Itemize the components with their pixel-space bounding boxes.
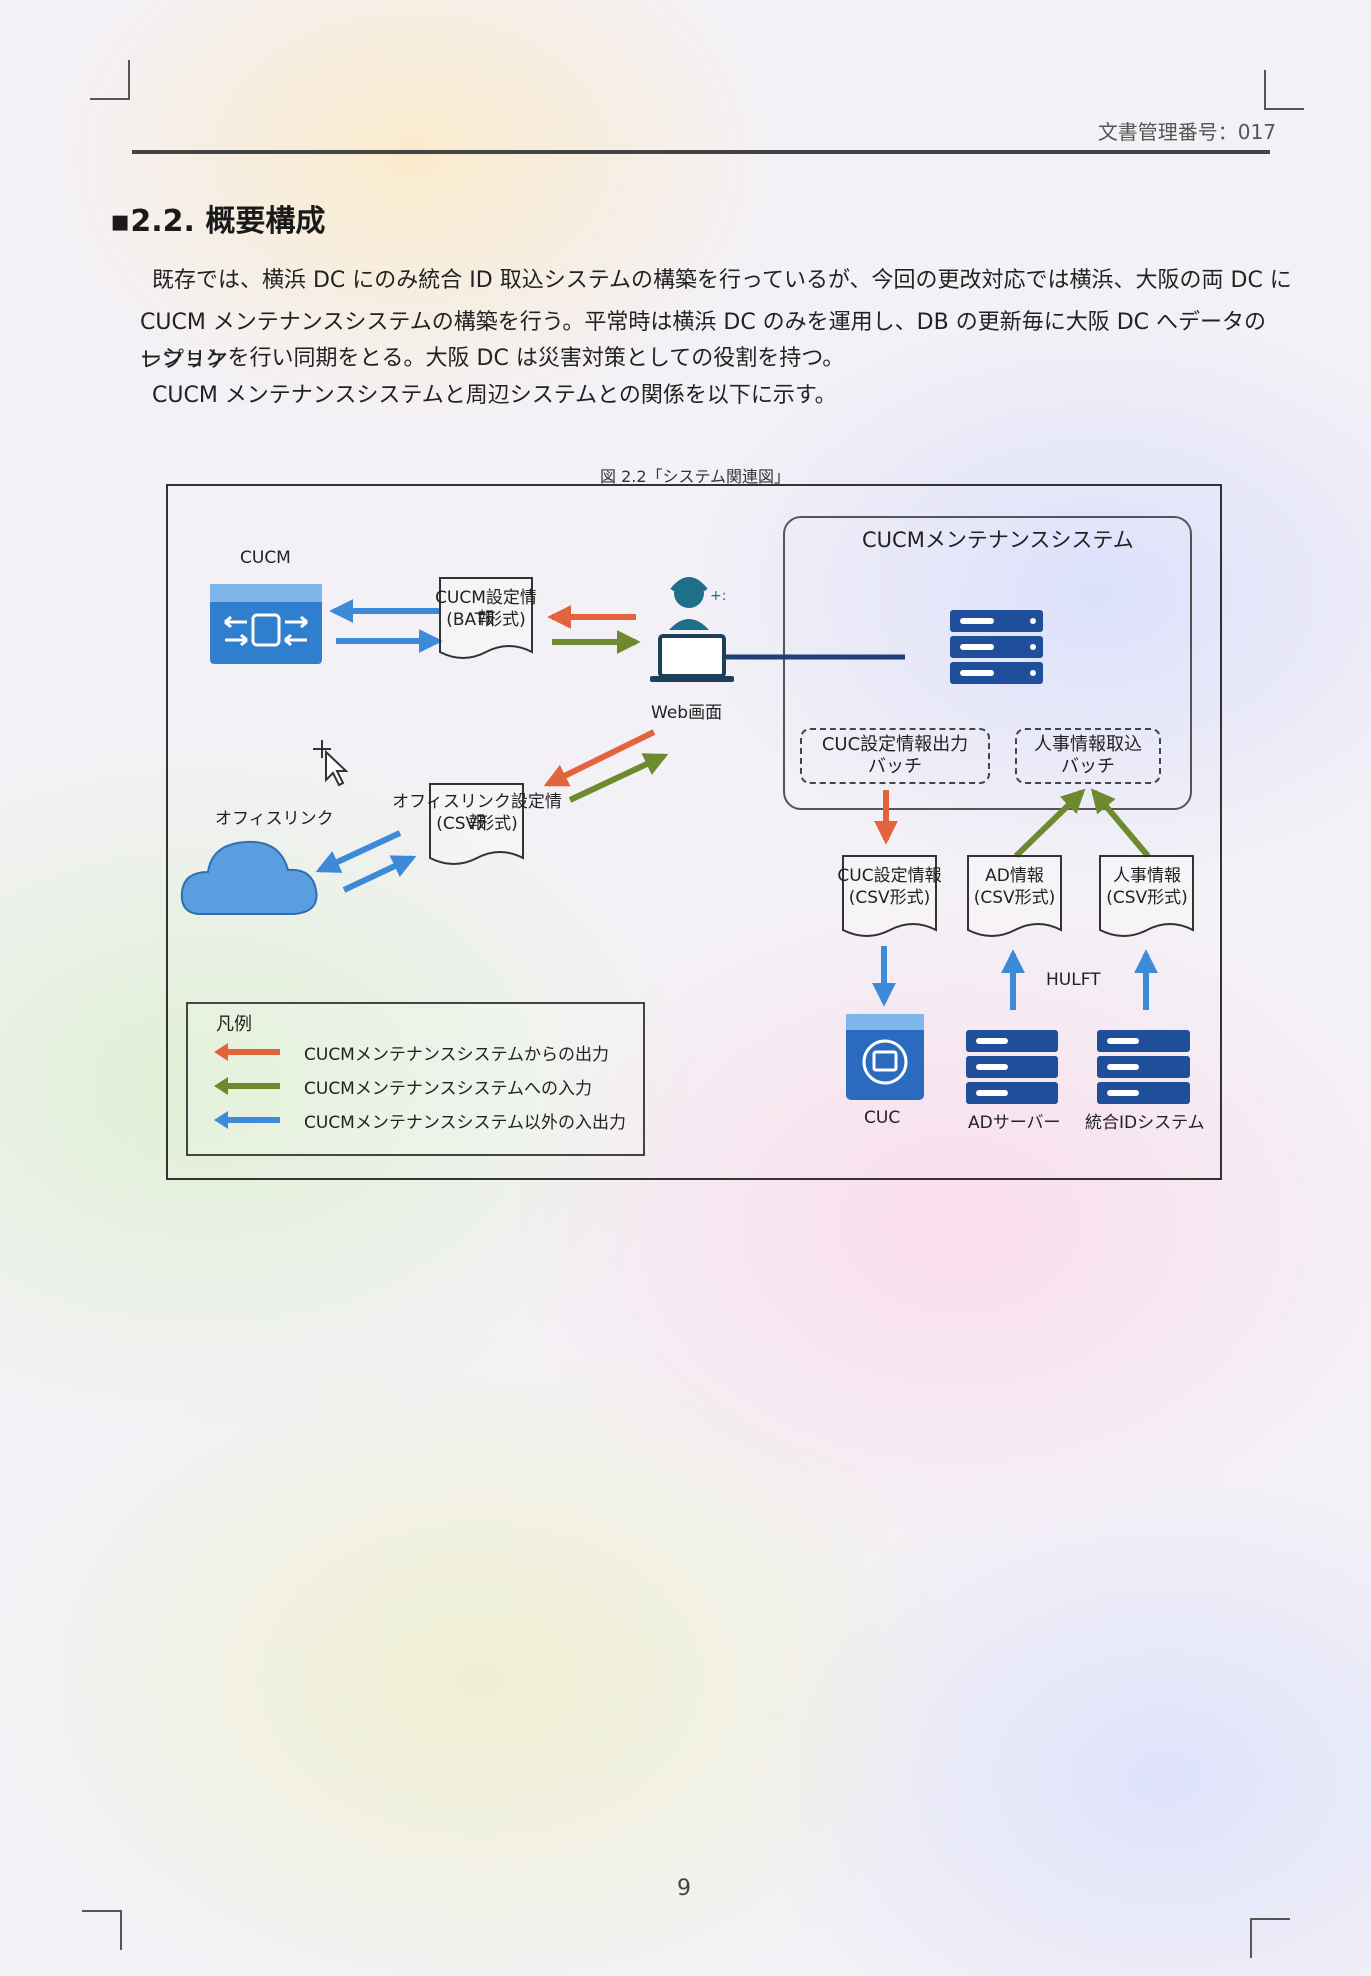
legend-box: 凡例 CUCMメンテナンスシステムからの出力 CUCMメンテナンスシステムへの入… — [186, 1002, 645, 1156]
corner-mark-bottom-left — [82, 1910, 122, 1950]
legend-arrow-input-icon — [214, 1077, 280, 1095]
ad-server-label: ADサーバー — [968, 1113, 1061, 1133]
cucm-maintenance-system-box — [783, 516, 1192, 810]
cucm-settings-doc-shape — [439, 577, 533, 659]
body-line-1: 既存では、横浜 DC にのみ統合 ID 取込システムの構築を行っているが、今回の… — [152, 268, 1292, 293]
arrow-web-to-office-doc — [543, 729, 656, 787]
cuc-settings-output-batch: CUC設定情報出力 バッチ — [800, 728, 990, 784]
corner-mark-top-left — [90, 60, 130, 100]
cuc-doc-line-1: CUC設定情報 — [837, 866, 942, 886]
hr-doc-line-1: 人事情報 — [1113, 866, 1181, 886]
office-link-doc-shape — [429, 783, 524, 865]
hr-import-batch: 人事情報取込 バッチ — [1015, 728, 1161, 784]
cucm-label: CUCM — [240, 548, 291, 568]
batch-in-line-1: 人事情報取込 — [1034, 734, 1142, 755]
section-heading: ▪2.2. 概要構成 — [110, 204, 326, 239]
legend-output-text: CUCMメンテナンスシステムからの出力 — [304, 1045, 609, 1065]
figure-frame — [166, 484, 1222, 1180]
arrow-office-doc-to-cloud — [315, 830, 402, 873]
ad-doc-shape — [967, 855, 1062, 937]
cucm-doc-line-2: (BAT形式) — [446, 610, 526, 630]
system-title: CUCMメンテナンスシステム — [862, 528, 1134, 552]
web-screen-label: Web画面 — [651, 703, 723, 723]
hulft-label: HULFT — [1046, 970, 1101, 990]
body-line-3: ーションを行い同期をとる。大阪 DC は災害対策としての役割を持つ。 — [140, 346, 845, 371]
svg-text:+:: +: — [710, 588, 726, 604]
body-line-2: CUCM メンテナンスシステムの構築を行う。平常時は横浜 DC のみを運用し、D… — [140, 310, 1266, 373]
page-number: 9 — [677, 1876, 691, 1901]
cuc-doc-shape — [842, 855, 937, 937]
arrow-hr-doc-to-batch — [1090, 788, 1151, 858]
corner-mark-bottom-right — [1250, 1918, 1290, 1958]
operator-laptop-icon: +: — [650, 577, 734, 682]
ad-server-icon — [966, 1030, 1058, 1104]
cuc-doc-line-2: (CSV形式) — [848, 888, 931, 908]
legend-other-text: CUCMメンテナンスシステム以外の入出力 — [304, 1113, 626, 1133]
document-number: 文書管理番号：017 — [1097, 120, 1276, 144]
cuc-label: CUC — [864, 1108, 901, 1128]
legend-input-text: CUCMメンテナンスシステムへの入力 — [304, 1079, 592, 1099]
system-server-icon — [950, 610, 1043, 684]
id-system-server-icon — [1097, 1030, 1190, 1104]
office-doc-line-1: オフィスリンク設定情報 — [392, 792, 562, 833]
batch-out-line-1: CUC設定情報出力 — [821, 734, 969, 755]
arrow-ad-doc-to-batch — [1013, 788, 1086, 859]
legend-arrow-other-icon — [214, 1111, 280, 1129]
office-link-cloud-icon — [180, 840, 318, 915]
body-line-4: CUCM メンテナンスシステムと周辺システムとの関係を以下に示す。 — [152, 383, 837, 408]
batch-out-line-2: バッチ — [868, 756, 922, 777]
arrow-cloud-to-office-doc — [342, 855, 417, 893]
corner-mark-top-right — [1264, 70, 1304, 110]
hr-doc-line-2: (CSV形式) — [1106, 888, 1188, 908]
mouse-cursor-icon — [313, 740, 349, 787]
cuc-icon — [846, 1014, 924, 1100]
office-doc-line-2: (CSV形式) — [436, 814, 518, 834]
header-rule — [132, 150, 1270, 154]
figure-caption: 図 2.2「システム関連図」 — [600, 467, 791, 486]
id-system-label: 統合IDシステム — [1085, 1113, 1205, 1133]
batch-in-line-2: バッチ — [1061, 756, 1115, 777]
ad-doc-line-1: AD情報 — [985, 866, 1044, 886]
ad-doc-line-2: (CSV形式) — [973, 888, 1056, 908]
office-link-label: オフィスリンク — [215, 809, 334, 829]
hr-doc-shape — [1099, 855, 1194, 937]
legend-arrow-output-icon — [214, 1043, 280, 1061]
cucm-doc-line-1: CUCM設定情報 — [435, 588, 537, 629]
arrow-office-doc-to-web — [568, 753, 669, 803]
legend-title: 凡例 — [216, 1014, 252, 1035]
cucm-router-icon — [210, 584, 322, 664]
